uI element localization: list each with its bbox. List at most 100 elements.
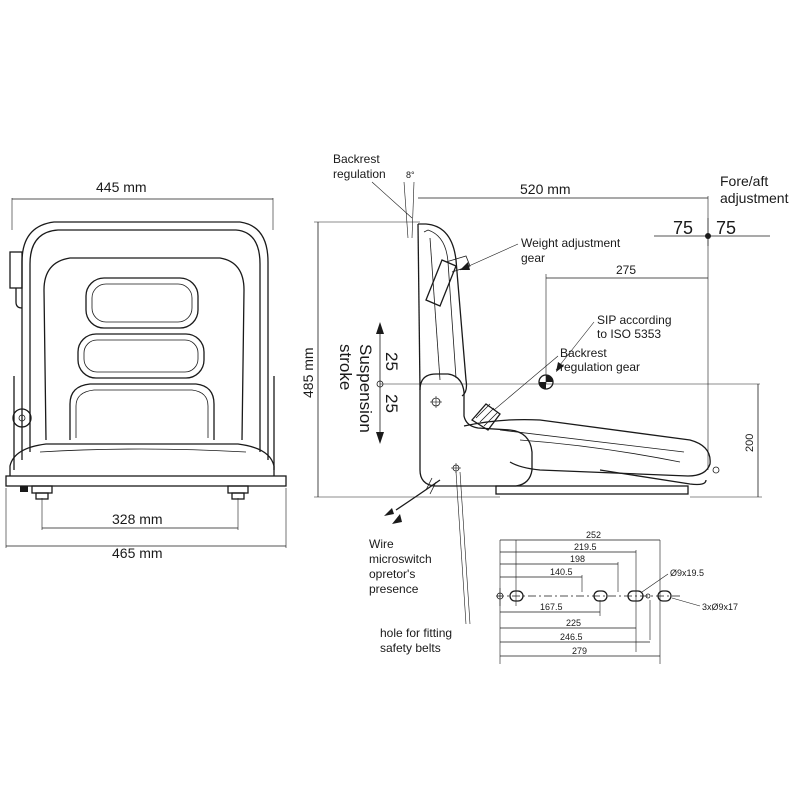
backrest-cushion <box>43 257 245 441</box>
seat-frame-front <box>599 469 707 486</box>
seat-base-plate <box>5 475 287 487</box>
suspension-arrow-up <box>376 322 384 334</box>
seat-cushion-seam <box>39 448 247 453</box>
weight-adjust-label-2: gear <box>521 251 545 265</box>
wire-label-2: microswitch <box>369 552 432 566</box>
dim-252-label: 252 <box>586 530 601 540</box>
backrest-angle-line-2 <box>411 181 415 239</box>
foot-left-outer <box>20 486 28 492</box>
sip-marker-q1 <box>546 375 553 382</box>
backrest-pad-middle <box>77 333 205 379</box>
backrest-lever-arm <box>15 288 23 309</box>
suspension-down-value: 25 <box>382 394 401 413</box>
dim-485-label: 485 mm <box>300 347 316 398</box>
seat-cushion-side <box>463 418 711 477</box>
dim-140-label: 140.5 <box>550 567 573 577</box>
backrest-pad-lower-inner <box>75 389 209 438</box>
weight-adjust-arrowhead <box>460 262 470 270</box>
backrest-pad-lower <box>69 383 215 440</box>
backrest-angle-line-1 <box>403 181 409 239</box>
wire-label-3: opretor's <box>369 567 415 581</box>
wire-plug-2 <box>392 514 402 524</box>
dim-167-label: 167.5 <box>540 602 563 612</box>
backrest-profile-outer <box>418 223 468 397</box>
dim-279-label: 279 <box>572 646 587 656</box>
slot-label: Ø9x19.5 <box>670 568 704 578</box>
wire-label-1: Wire <box>369 537 394 551</box>
backrest-profile-back <box>417 223 421 391</box>
belt-hole-label-1: hole for fitting <box>380 626 452 640</box>
mounting-plate-view: 252 219.5 198 140.5 Ø9x19.5 3xØ9x17 167.… <box>496 530 738 664</box>
front-knob-center <box>18 414 26 422</box>
dim-275-label: 275 <box>616 263 636 277</box>
dim-225-label: 225 <box>566 618 581 628</box>
backrest-pad-middle-inner <box>83 339 199 373</box>
backrest-profile-inner <box>423 229 457 379</box>
backrest-outer <box>21 221 269 460</box>
backrest-lever-handle <box>9 251 23 289</box>
mount-pin <box>645 593 651 599</box>
backrest-regulation-label-2: regulation <box>333 167 386 181</box>
backrest-pad-upper <box>85 277 199 329</box>
dim-445-label: 445 mm <box>96 179 147 195</box>
sip-leader <box>555 321 595 371</box>
sip-label-2: to ISO 5353 <box>597 327 661 341</box>
backrest-regulation-label-1: Backrest <box>333 152 380 166</box>
sip-label-1: SIP according <box>597 313 672 327</box>
suspension-label-2: stroke <box>336 344 355 390</box>
side-view: Backrest regulation 8° 520 mm Fore/aft a… <box>300 152 789 655</box>
wire-label-4: presence <box>369 582 419 596</box>
mount-hole-3 <box>657 590 672 602</box>
backrest-pad-upper-inner <box>91 283 193 323</box>
foot-left <box>31 485 53 494</box>
seat-rail <box>495 485 689 495</box>
suspension-arrow-down <box>376 432 384 444</box>
backrest-gear-label-1: Backrest <box>560 346 607 360</box>
fore-aft-center-dot <box>705 233 711 239</box>
rail-stop <box>712 466 720 474</box>
front-view: 445 mm 328 m <box>5 179 287 561</box>
front-knob <box>12 408 32 428</box>
fore-aft-label-2: adjustment <box>720 190 789 206</box>
mount-hole-1 <box>509 590 524 602</box>
dim-246-label: 246.5 <box>560 632 583 642</box>
holes-leader <box>671 597 701 607</box>
wire-plug-1 <box>384 508 394 516</box>
backrest-inner <box>29 229 261 452</box>
dim-200-label: 200 <box>744 434 756 452</box>
mount-hole-2 <box>593 590 608 602</box>
gear-knob-ribs <box>475 403 499 427</box>
foot-right <box>227 485 249 494</box>
belt-hole-leader <box>455 471 467 625</box>
weight-adjust-leader <box>459 243 519 271</box>
belt-hole-label-2: safety belts <box>380 641 441 655</box>
weight-adjust-handle <box>425 259 457 307</box>
backrest-gear-label-2: regulation gear <box>560 360 640 374</box>
backrest-gear-leader <box>493 355 559 411</box>
seat-cushion-seam-1 <box>499 429 685 453</box>
slot-leader <box>641 573 669 593</box>
backrest-profile-seam <box>429 237 441 381</box>
weight-adjust-label-1: Weight adjustment <box>521 236 621 250</box>
dim-328-label: 328 mm <box>112 511 163 527</box>
belt-hole-leader-2 <box>459 471 471 625</box>
mount-slot <box>627 590 644 602</box>
suspension-housing <box>419 373 533 487</box>
wire-clip <box>425 477 437 495</box>
seat-cushion <box>9 443 275 476</box>
suspension-up-value: 25 <box>382 352 401 371</box>
fore-aft-right-value: 75 <box>716 218 736 238</box>
wire-cable <box>395 479 441 511</box>
dim-520-label: 520 mm <box>520 181 571 197</box>
backrest-angle-label: 8° <box>406 170 415 180</box>
sip-arrowhead <box>556 362 564 372</box>
fore-aft-left-value: 75 <box>673 218 693 238</box>
backrest-regulation-leader <box>371 181 413 219</box>
fore-aft-label-1: Fore/aft <box>720 173 768 189</box>
gear-knob <box>471 403 501 431</box>
holes-label: 3xØ9x17 <box>702 602 738 612</box>
seat-cushion-seam-2 <box>519 439 681 463</box>
dim-465-label: 465 mm <box>112 545 163 561</box>
